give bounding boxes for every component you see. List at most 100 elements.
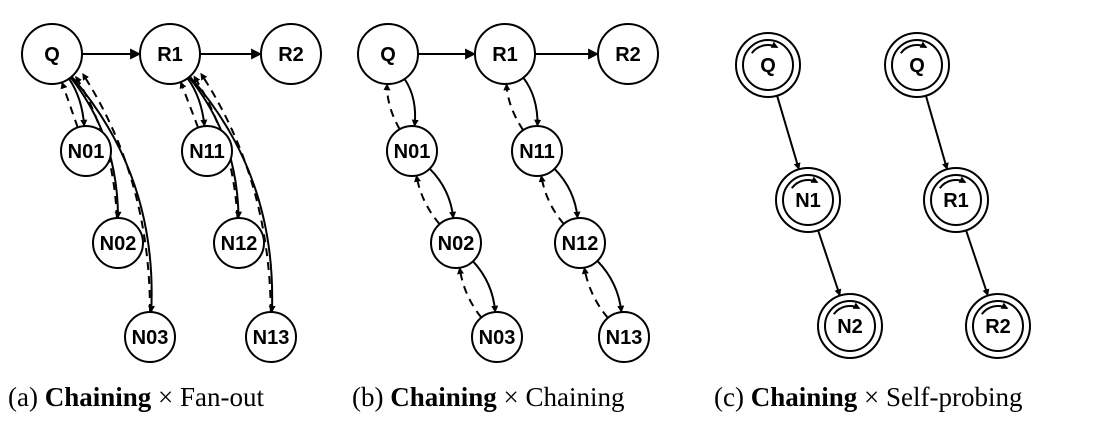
edge-b-n03-to-n02 — [457, 267, 483, 319]
node-inner-circle — [824, 300, 876, 352]
edge-b-n12-to-n13 — [596, 260, 625, 313]
node-label: Q — [760, 55, 776, 77]
caption-b-bold: Chaining — [390, 382, 497, 412]
edge-a-q-to-n03 — [70, 76, 155, 313]
edge-a-n13-to-r1 — [199, 72, 272, 313]
node-b-n13: N13 — [598, 311, 650, 363]
node-label: N03 — [479, 327, 516, 349]
node-circle — [598, 311, 650, 363]
edge-b-n13-to-n12 — [581, 266, 609, 319]
node-label: N2 — [837, 316, 863, 338]
node-a-n13: N13 — [245, 311, 297, 363]
edge-b-n02-to-n01 — [414, 174, 441, 225]
node-label: Q — [44, 44, 60, 66]
self-loop-icon — [750, 41, 779, 54]
node-circle — [139, 23, 201, 85]
caption-c: (c) Chaining × Self-probing — [714, 382, 1023, 413]
edge-b-n11-to-n12 — [553, 168, 581, 219]
caption-a-rest: Fan-out — [180, 382, 265, 412]
node-inner-circle — [930, 174, 982, 226]
caption-c-rest: Self-probing — [886, 382, 1023, 412]
caption-b: (b) Chaining × Chaining — [352, 382, 625, 413]
node-circle — [21, 23, 83, 85]
node-label: R1 — [943, 190, 969, 212]
self-loop-icon — [938, 176, 967, 189]
node-label: N02 — [100, 233, 137, 255]
self-loop-icon — [832, 302, 861, 315]
edge-b-n11-to-r1 — [503, 83, 525, 131]
node-inner-circle — [891, 39, 943, 91]
node-b-r2: R2 — [597, 23, 659, 85]
node-circle — [597, 23, 659, 85]
node-b-r1: R1 — [474, 23, 536, 85]
edge-a-r1-to-n11 — [186, 77, 208, 127]
edge-b-n01-to-n02 — [428, 167, 457, 219]
node-label: N13 — [606, 327, 643, 349]
node-label: Q — [380, 44, 396, 66]
edge-a-n11-to-r1 — [179, 81, 200, 128]
caption-c-times: × — [864, 382, 880, 412]
caption-a-prefix: (a) — [8, 382, 38, 412]
edge-a-n03-to-q — [81, 73, 152, 313]
edge-c-r1-to-r2 — [965, 230, 990, 297]
node-a-n12: N12 — [213, 217, 265, 269]
node-b-n01: N01 — [386, 125, 438, 177]
node-c-q_left: Q — [735, 32, 801, 98]
caption-a-times: × — [158, 382, 174, 412]
node-a-r2: R2 — [260, 23, 322, 85]
edge-c-q_left-to-n1 — [776, 95, 801, 170]
node-b-n11: N11 — [511, 125, 563, 177]
self-loop-icon — [980, 302, 1009, 315]
node-circle — [60, 125, 112, 177]
node-label: R2 — [615, 44, 641, 66]
node-label: R2 — [278, 44, 304, 66]
edge-b-q-to-n01 — [403, 78, 419, 127]
node-c-r2: R2 — [965, 293, 1031, 359]
node-circle — [554, 217, 606, 269]
edge-b-n02-to-n03 — [472, 260, 499, 313]
node-a-n03: N03 — [124, 311, 176, 363]
node-circle — [474, 23, 536, 85]
node-label: N12 — [221, 233, 258, 255]
node-circle — [92, 217, 144, 269]
node-c-r1: R1 — [923, 167, 989, 233]
node-label: N01 — [68, 141, 105, 163]
caption-c-prefix: (c) — [714, 382, 744, 412]
node-circle — [471, 311, 523, 363]
edge-b-n12-to-n11 — [538, 174, 565, 225]
edge-b-n01-to-q — [383, 83, 401, 130]
node-inner-circle — [742, 39, 794, 91]
edge-c-n1-to-n2 — [817, 230, 842, 297]
node-c-n1: N1 — [775, 167, 841, 233]
self-loop-icon — [899, 41, 928, 54]
node-a-n01: N01 — [60, 125, 112, 177]
node-a-q: Q — [21, 23, 83, 85]
edge-c-q_right-to-r1 — [924, 95, 949, 170]
node-label: N03 — [132, 327, 169, 349]
caption-a-bold: Chaining — [44, 382, 152, 412]
edge-a-q-to-n01 — [68, 78, 88, 127]
caption-c-bold: Chaining — [750, 382, 858, 412]
node-label: R2 — [985, 316, 1011, 338]
node-inner-circle — [782, 174, 834, 226]
node-a-n11: N11 — [181, 125, 233, 177]
node-label: N11 — [189, 141, 225, 163]
edge-a-n01-to-q — [60, 81, 79, 128]
node-b-n03: N03 — [471, 311, 523, 363]
node-circle — [245, 311, 297, 363]
node-circle — [511, 125, 563, 177]
node-inner-circle — [972, 300, 1024, 352]
node-label: N01 — [394, 141, 431, 163]
caption-b-times: × — [503, 382, 519, 412]
node-c-q_right: Q — [884, 32, 950, 98]
caption-a: (a) Chaining × Fan-out — [8, 382, 264, 413]
node-label: N13 — [253, 327, 290, 349]
node-label: Q — [909, 55, 925, 77]
node-circle — [357, 23, 419, 85]
node-b-n12: N12 — [554, 217, 606, 269]
node-circle — [430, 217, 482, 269]
node-label: R1 — [492, 44, 518, 66]
node-label: R1 — [157, 44, 183, 66]
caption-b-prefix: (b) — [352, 382, 384, 412]
